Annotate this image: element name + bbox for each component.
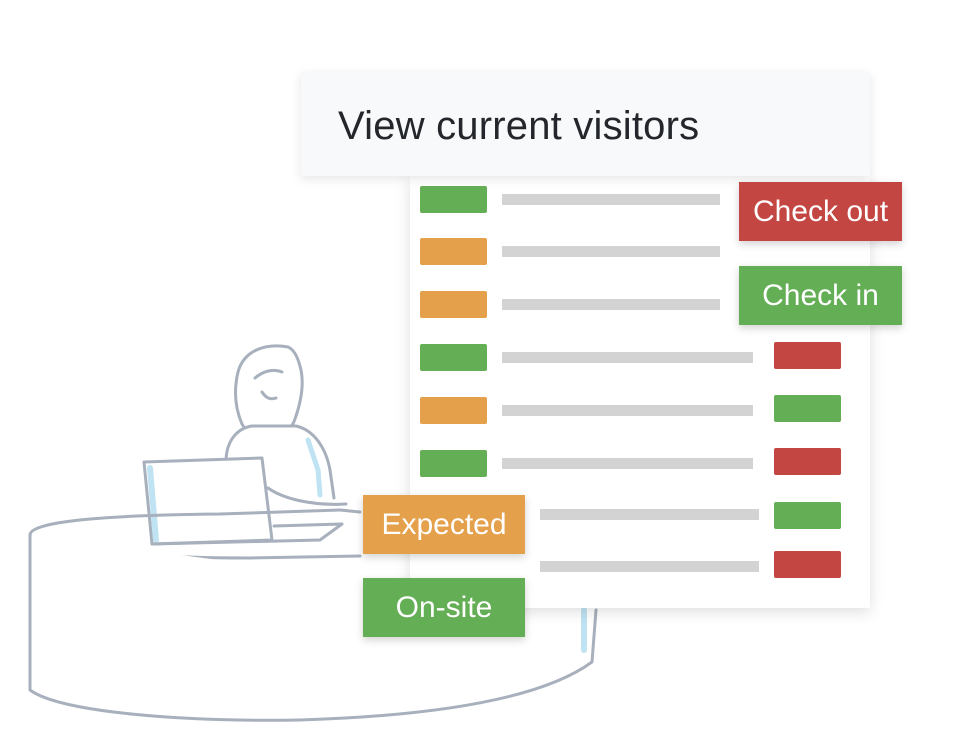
check-out-label: Check out xyxy=(752,194,889,228)
visitor-name-placeholder xyxy=(502,352,753,363)
visitor-name-placeholder xyxy=(502,458,753,469)
expected-label: Expected xyxy=(381,507,507,541)
on-site-badge: On-site xyxy=(363,578,525,637)
visitor-name-placeholder xyxy=(502,299,720,310)
visitor-name-placeholder xyxy=(502,405,753,416)
page-title: View current visitors xyxy=(338,103,700,148)
status-badge-on-site xyxy=(420,186,487,213)
check-in-badge[interactable]: Check in xyxy=(739,266,902,325)
status-badge-expected xyxy=(420,397,487,424)
check-in-label: Check in xyxy=(762,278,879,312)
check-out-button[interactable] xyxy=(774,448,841,475)
status-badge-on-site xyxy=(420,344,487,371)
visitor-name-placeholder xyxy=(502,246,720,257)
expected-badge: Expected xyxy=(363,495,525,554)
visitor-name-placeholder xyxy=(540,561,759,572)
check-out-button[interactable] xyxy=(774,551,841,578)
check-out-button[interactable] xyxy=(774,342,841,369)
check-out-badge[interactable]: Check out xyxy=(739,182,902,241)
check-in-button[interactable] xyxy=(774,502,841,529)
page-header: View current visitors xyxy=(301,72,870,176)
status-badge-expected xyxy=(420,291,487,318)
visitor-name-placeholder xyxy=(502,194,720,205)
status-badge-expected xyxy=(420,238,487,265)
status-badge-on-site xyxy=(420,450,487,477)
visitor-name-placeholder xyxy=(540,509,759,520)
on-site-label: On-site xyxy=(395,590,493,624)
check-in-button[interactable] xyxy=(774,395,841,422)
